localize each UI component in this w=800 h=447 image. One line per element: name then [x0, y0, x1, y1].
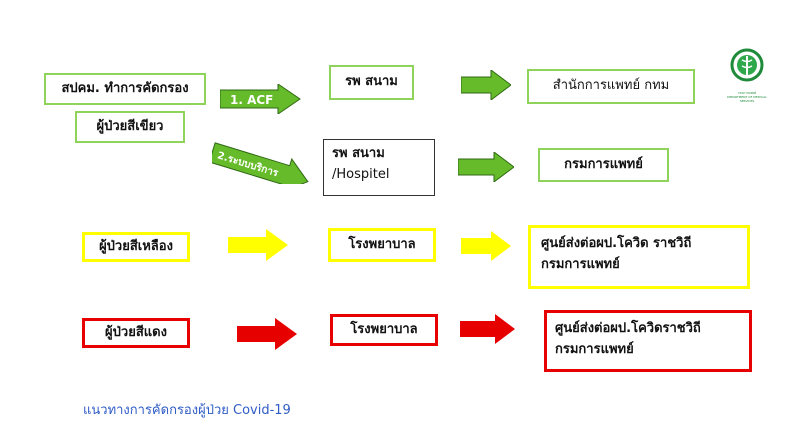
yellow-hospital-label: โรงพยาบาล: [348, 236, 416, 252]
acf-arrow: 1. ACF: [220, 84, 301, 114]
green-arrow-4: [458, 152, 514, 182]
yellow-arrow-1: [228, 229, 288, 261]
field-hospital-1-label: รพ สนาม: [345, 74, 398, 90]
screening-label: สปคม. ทำการคัดกรอง: [61, 80, 189, 96]
screening-box: สปคม. ทำการคัดกรอง: [44, 73, 206, 105]
yellow-arrow-2: [461, 231, 511, 261]
yellow-patient-label: ผู้ป่วยสีเหลือง: [99, 238, 173, 254]
acf-label: 1. ACF: [230, 93, 273, 107]
guideline-note: แนวทางการคัดกรองผู้ป่วย Covid-19: [83, 403, 291, 418]
red-patient-box: ผู้ป่วยสีแดง: [82, 318, 190, 348]
green-patient-label: ผู้ป่วยสีเขียว: [96, 118, 164, 134]
dept-medical-label: กรมการแพทย์: [564, 156, 643, 172]
yellow-hospital-box: โรงพยาบาล: [328, 228, 436, 262]
service-system-arrow: 2.ระบบบริการ: [212, 142, 309, 184]
yellow-referral-line1: ศูนย์ส่งต่อผป.โควิด ราชวิถี: [541, 236, 692, 251]
field-hospital-box-2: รพ สนาม /Hospitel: [323, 139, 435, 196]
field-hospital-box-1: รพ สนาม: [329, 65, 414, 100]
red-arrow-1: [237, 318, 297, 350]
medical-office-label: สำนักการแพทย์ กทม: [552, 78, 670, 94]
medical-caduceus-icon: [730, 48, 764, 82]
logo-caption-th: กรมการแพทย์: [737, 91, 757, 95]
yellow-patient-box: ผู้ป่วยสีเหลือง: [82, 232, 190, 262]
field-hospital-2-line1: รพ สนาม: [332, 146, 385, 161]
red-arrow-2: [460, 314, 515, 344]
red-referral-line1: ศูนย์ส่งต่อผป.โควิดราชวิถี: [555, 321, 701, 336]
field-hospital-2-line2: /Hospitel: [332, 166, 390, 182]
department-logo: กรมการแพทย์ DEPARTMENT OF MEDICAL SERVIC…: [723, 47, 771, 103]
green-arrow-3: [461, 70, 511, 100]
yellow-referral-line2: กรมการแพทย์: [541, 256, 620, 272]
red-patient-label: ผู้ป่วยสีแดง: [105, 324, 167, 340]
medical-office-box: สำนักการแพทย์ กทม: [527, 69, 695, 104]
yellow-referral-center-box: ศูนย์ส่งต่อผป.โควิด ราชวิถี กรมการแพทย์: [528, 225, 750, 289]
logo-caption-en: DEPARTMENT OF MEDICAL SERVICES: [727, 95, 767, 103]
red-referral-center-box: ศูนย์ส่งต่อผป.โควิดราชวิถี กรมการแพทย์: [544, 310, 752, 372]
red-hospital-label: โรงพยาบาล: [350, 321, 418, 337]
red-hospital-box: โรงพยาบาล: [330, 314, 438, 346]
dept-medical-box: กรมการแพทย์: [538, 148, 669, 182]
green-patient-box: ผู้ป่วยสีเขียว: [75, 111, 185, 143]
red-referral-line2: กรมการแพทย์: [555, 341, 634, 357]
